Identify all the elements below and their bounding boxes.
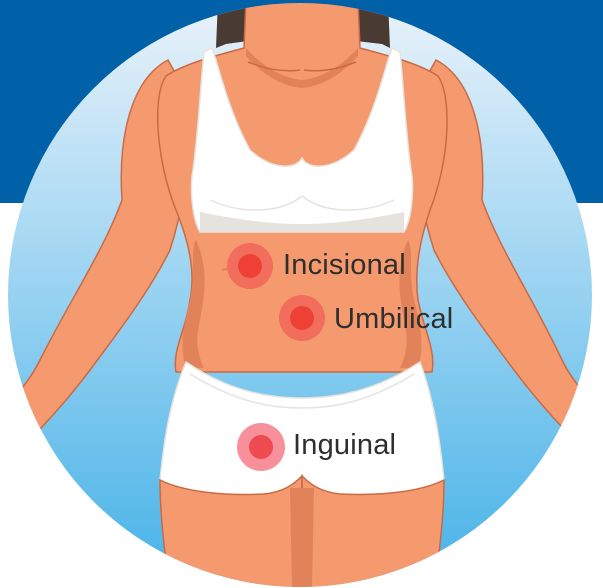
hotspot-incisional[interactable] [227, 243, 273, 289]
thigh-gap [290, 488, 314, 588]
hotspot-umbilical[interactable] [279, 295, 325, 341]
label-incisional: Incisional [283, 248, 406, 282]
label-inguinal: Inguinal [293, 428, 396, 462]
label-umbilical: Umbilical [334, 302, 453, 336]
hotspot-umbilical-dot [290, 306, 314, 330]
hotspot-incisional-dot [238, 254, 262, 278]
hotspot-inguinal[interactable] [237, 423, 285, 471]
hotspot-inguinal-dot [249, 435, 273, 459]
